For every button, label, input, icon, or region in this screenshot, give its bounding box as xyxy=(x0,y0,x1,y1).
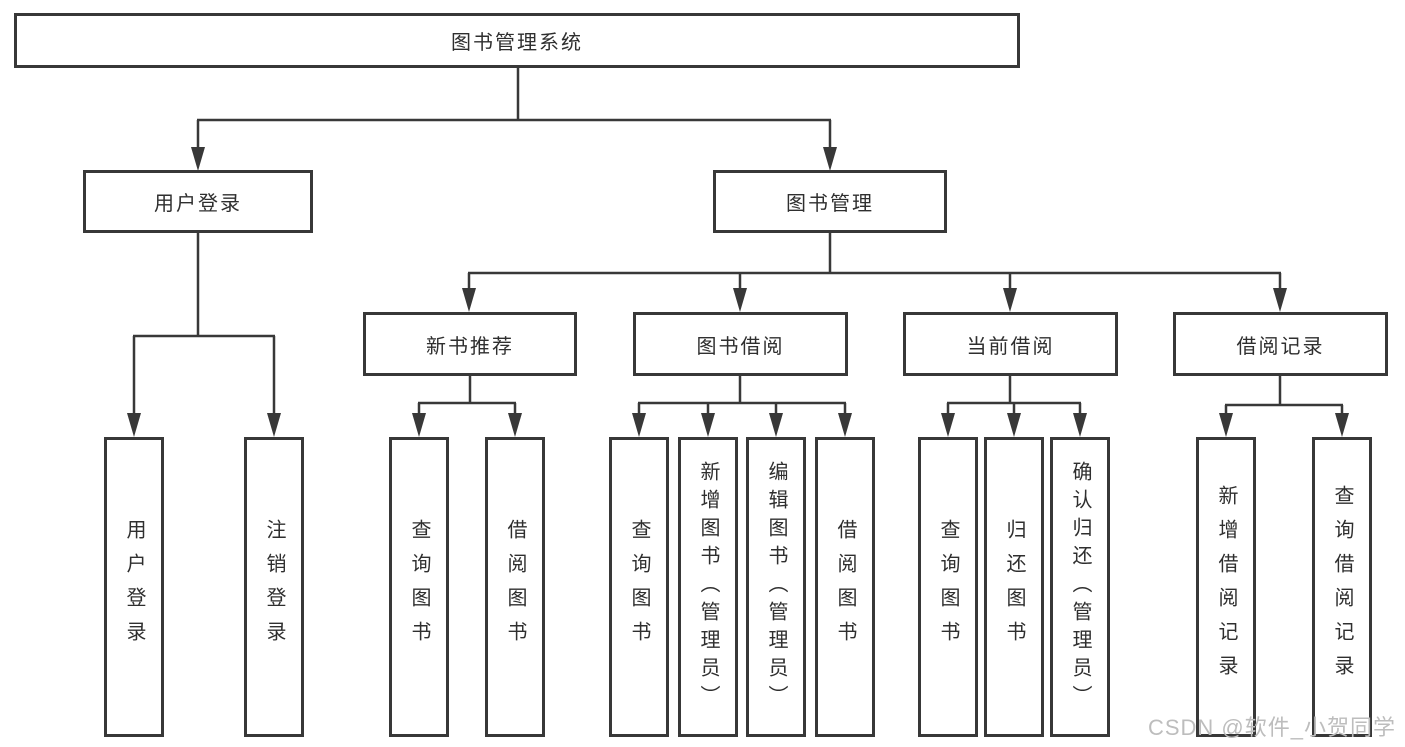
node-library-system-root: 图书管理系统 xyxy=(14,13,1020,68)
leaf-label: 新增借阅记录 xyxy=(1215,485,1237,689)
leaf-query-borrow-record: 查询借阅记录 xyxy=(1312,437,1372,737)
node-book-management: 图书管理 xyxy=(713,170,947,233)
arrowhead xyxy=(462,288,476,312)
arrowhead xyxy=(267,413,281,437)
node-label: 新书推荐 xyxy=(426,335,514,358)
node-current-borrowing: 当前借阅 xyxy=(903,312,1118,376)
leaf-label: 查询图书 xyxy=(937,519,959,655)
arrowhead xyxy=(823,147,837,171)
arrowhead xyxy=(1007,413,1021,437)
leaf-query-books-current: 查询图书 xyxy=(918,437,978,737)
arrowhead xyxy=(412,413,426,437)
node-label: 图书管理 xyxy=(786,193,874,215)
node-new-book-recommendation: 新书推荐 xyxy=(363,312,577,376)
leaf-return-book: 归还图书 xyxy=(984,437,1044,737)
arrowhead xyxy=(191,147,205,171)
leaf-confirm-return-admin: 确认归还（管理员） xyxy=(1050,437,1110,737)
arrowhead xyxy=(1335,413,1349,437)
leaf-label: 用户登录 xyxy=(123,519,145,655)
arrowhead xyxy=(127,413,141,437)
leaf-label: 确认归还（管理员） xyxy=(1069,461,1091,713)
leaf-user-login: 用户登录 xyxy=(104,437,164,737)
node-borrowing-records: 借阅记录 xyxy=(1173,312,1388,376)
node-label: 借阅记录 xyxy=(1236,335,1325,358)
node-user-login: 用户登录 xyxy=(83,170,313,233)
node-label: 图书管理系统 xyxy=(451,32,583,54)
leaf-borrow-books-recommend: 借阅图书 xyxy=(485,437,545,737)
leaf-label: 借阅图书 xyxy=(834,519,856,655)
node-label: 当前借阅 xyxy=(966,335,1055,358)
arrowhead xyxy=(632,413,646,437)
node-label: 图书借阅 xyxy=(696,335,785,358)
leaf-query-books-recommend: 查询图书 xyxy=(389,437,449,737)
arrowhead xyxy=(733,288,747,312)
arrowhead xyxy=(1219,413,1233,437)
arrowhead xyxy=(838,413,852,437)
leaf-label: 注销登录 xyxy=(263,519,285,655)
leaf-logout: 注销登录 xyxy=(244,437,304,737)
arrowhead xyxy=(1273,288,1287,312)
leaf-label: 新增图书（管理员） xyxy=(697,461,719,713)
leaf-borrow-books-borrowing: 借阅图书 xyxy=(815,437,875,737)
arrowhead xyxy=(769,413,783,437)
node-book-borrowing: 图书借阅 xyxy=(633,312,848,376)
arrowhead xyxy=(1003,288,1017,312)
arrowhead xyxy=(508,413,522,437)
leaf-label: 归还图书 xyxy=(1003,519,1025,655)
csdn-watermark: CSDN @软件_小贺同学 xyxy=(1147,715,1396,740)
leaf-add-book-admin: 新增图书（管理员） xyxy=(678,437,738,737)
leaf-label: 借阅图书 xyxy=(504,519,526,655)
arrowhead xyxy=(701,413,715,437)
arrowhead xyxy=(1073,413,1087,437)
leaf-edit-book-admin: 编辑图书（管理员） xyxy=(746,437,806,737)
arrowhead xyxy=(941,413,955,437)
leaf-label: 查询图书 xyxy=(408,519,430,655)
leaf-label: 编辑图书（管理员） xyxy=(765,461,787,713)
leaf-label: 查询借阅记录 xyxy=(1331,485,1353,689)
node-label: 用户登录 xyxy=(154,193,242,215)
leaf-add-borrow-record: 新增借阅记录 xyxy=(1196,437,1256,737)
leaf-query-books-borrowing: 查询图书 xyxy=(609,437,669,737)
leaf-label: 查询图书 xyxy=(628,519,650,655)
